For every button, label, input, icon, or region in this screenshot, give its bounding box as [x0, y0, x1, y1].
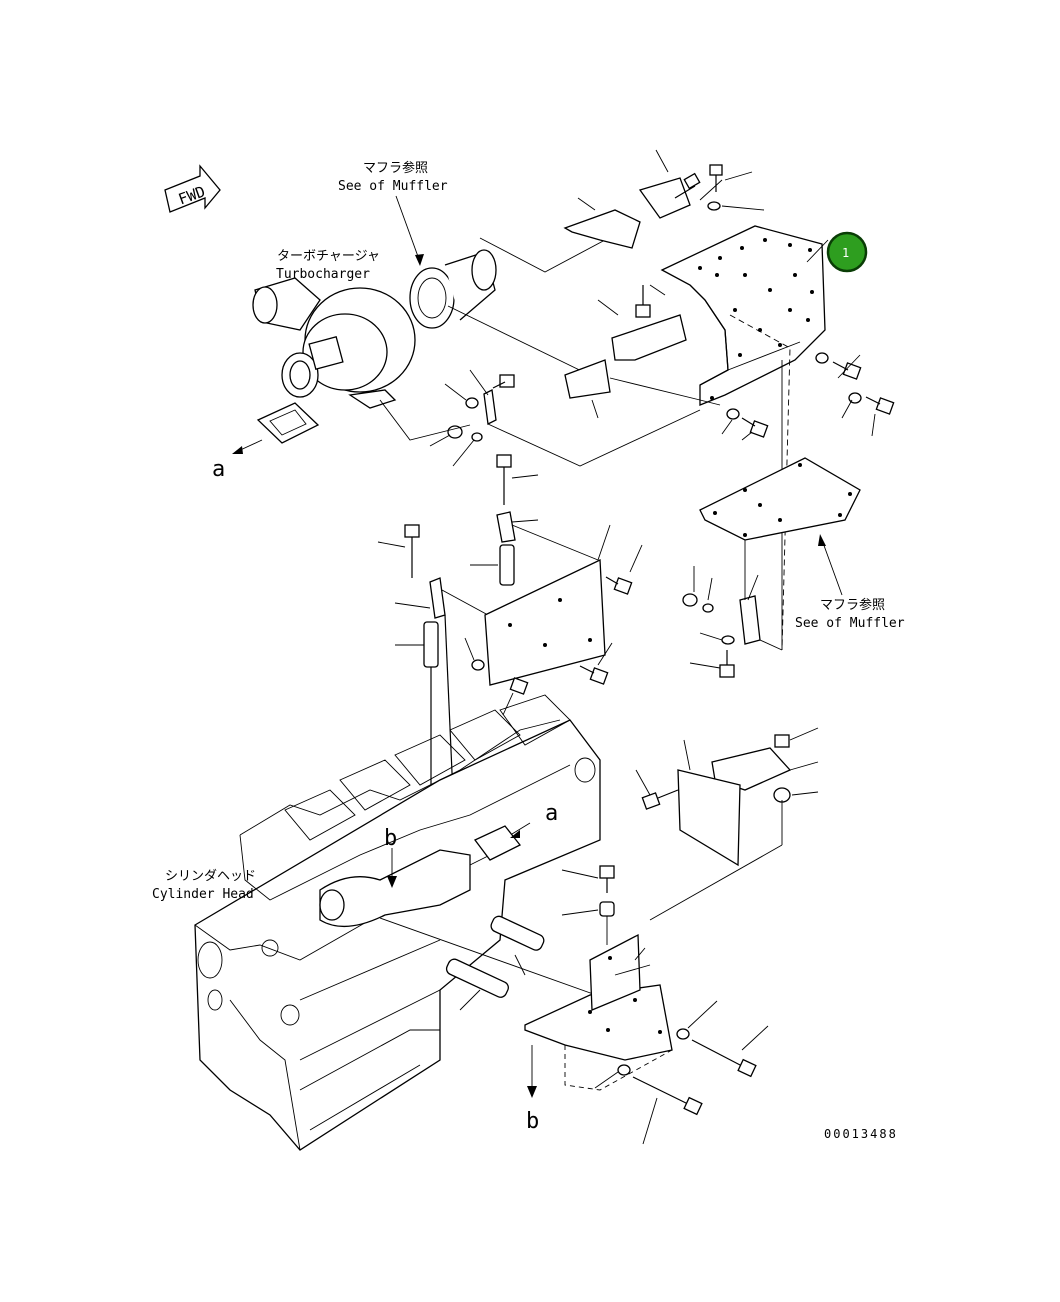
flange-bracket-part — [682, 540, 783, 678]
callout-1[interactable]: 1 — [826, 231, 868, 273]
ref-b-bottom: b — [526, 1109, 539, 1134]
top-bracket-part — [563, 149, 691, 249]
spacer-bolt-set — [379, 865, 615, 1011]
ref-b-mid: b — [384, 826, 397, 851]
turbo-gasket-part — [256, 402, 320, 444]
bolt-part — [502, 544, 643, 716]
center-mount-plate — [464, 524, 611, 686]
turbocharger-part — [252, 277, 416, 409]
support-bracket-part — [379, 369, 701, 467]
muffler-elbow-part — [409, 249, 497, 329]
muffler-right-jp-label: マフラ参照 — [820, 597, 885, 613]
cylinder-head-jp-label: シリンダヘッド — [165, 869, 256, 884]
turbo-en-label: Turbocharger — [276, 267, 370, 282]
muffler-top-jp-label: マフラ参照 — [363, 160, 428, 176]
bolt-part — [674, 164, 765, 211]
ref-a-right: a — [545, 801, 558, 826]
ref-a-left: a — [212, 457, 225, 482]
bottom-mount-plate — [524, 933, 673, 1091]
lower-bracket-part — [635, 727, 819, 921]
cylinder-head-en-label: Cylinder Head — [152, 887, 254, 902]
heat-shield-part — [660, 225, 826, 406]
muffler-right-en-label: See of Muffler — [795, 616, 905, 631]
long-bolt-left-part — [377, 524, 489, 841]
bottom-long-bolt-set — [594, 1000, 769, 1145]
long-bolt-part — [470, 454, 599, 586]
cylinder-head-part — [194, 694, 601, 1151]
callout-1-number: 1 — [842, 246, 849, 260]
muffler-top-en-label: See of Muffler — [338, 179, 448, 194]
drawing-number: 00013488 — [824, 1127, 898, 1141]
mid-bracket-part — [564, 284, 721, 419]
washer-bolt-set — [721, 352, 895, 441]
fwd-arrow-icon: FWD — [164, 164, 221, 213]
muffler-flange-plate — [699, 457, 861, 541]
turbo-jp-label: ターボチャージャ — [277, 249, 380, 264]
